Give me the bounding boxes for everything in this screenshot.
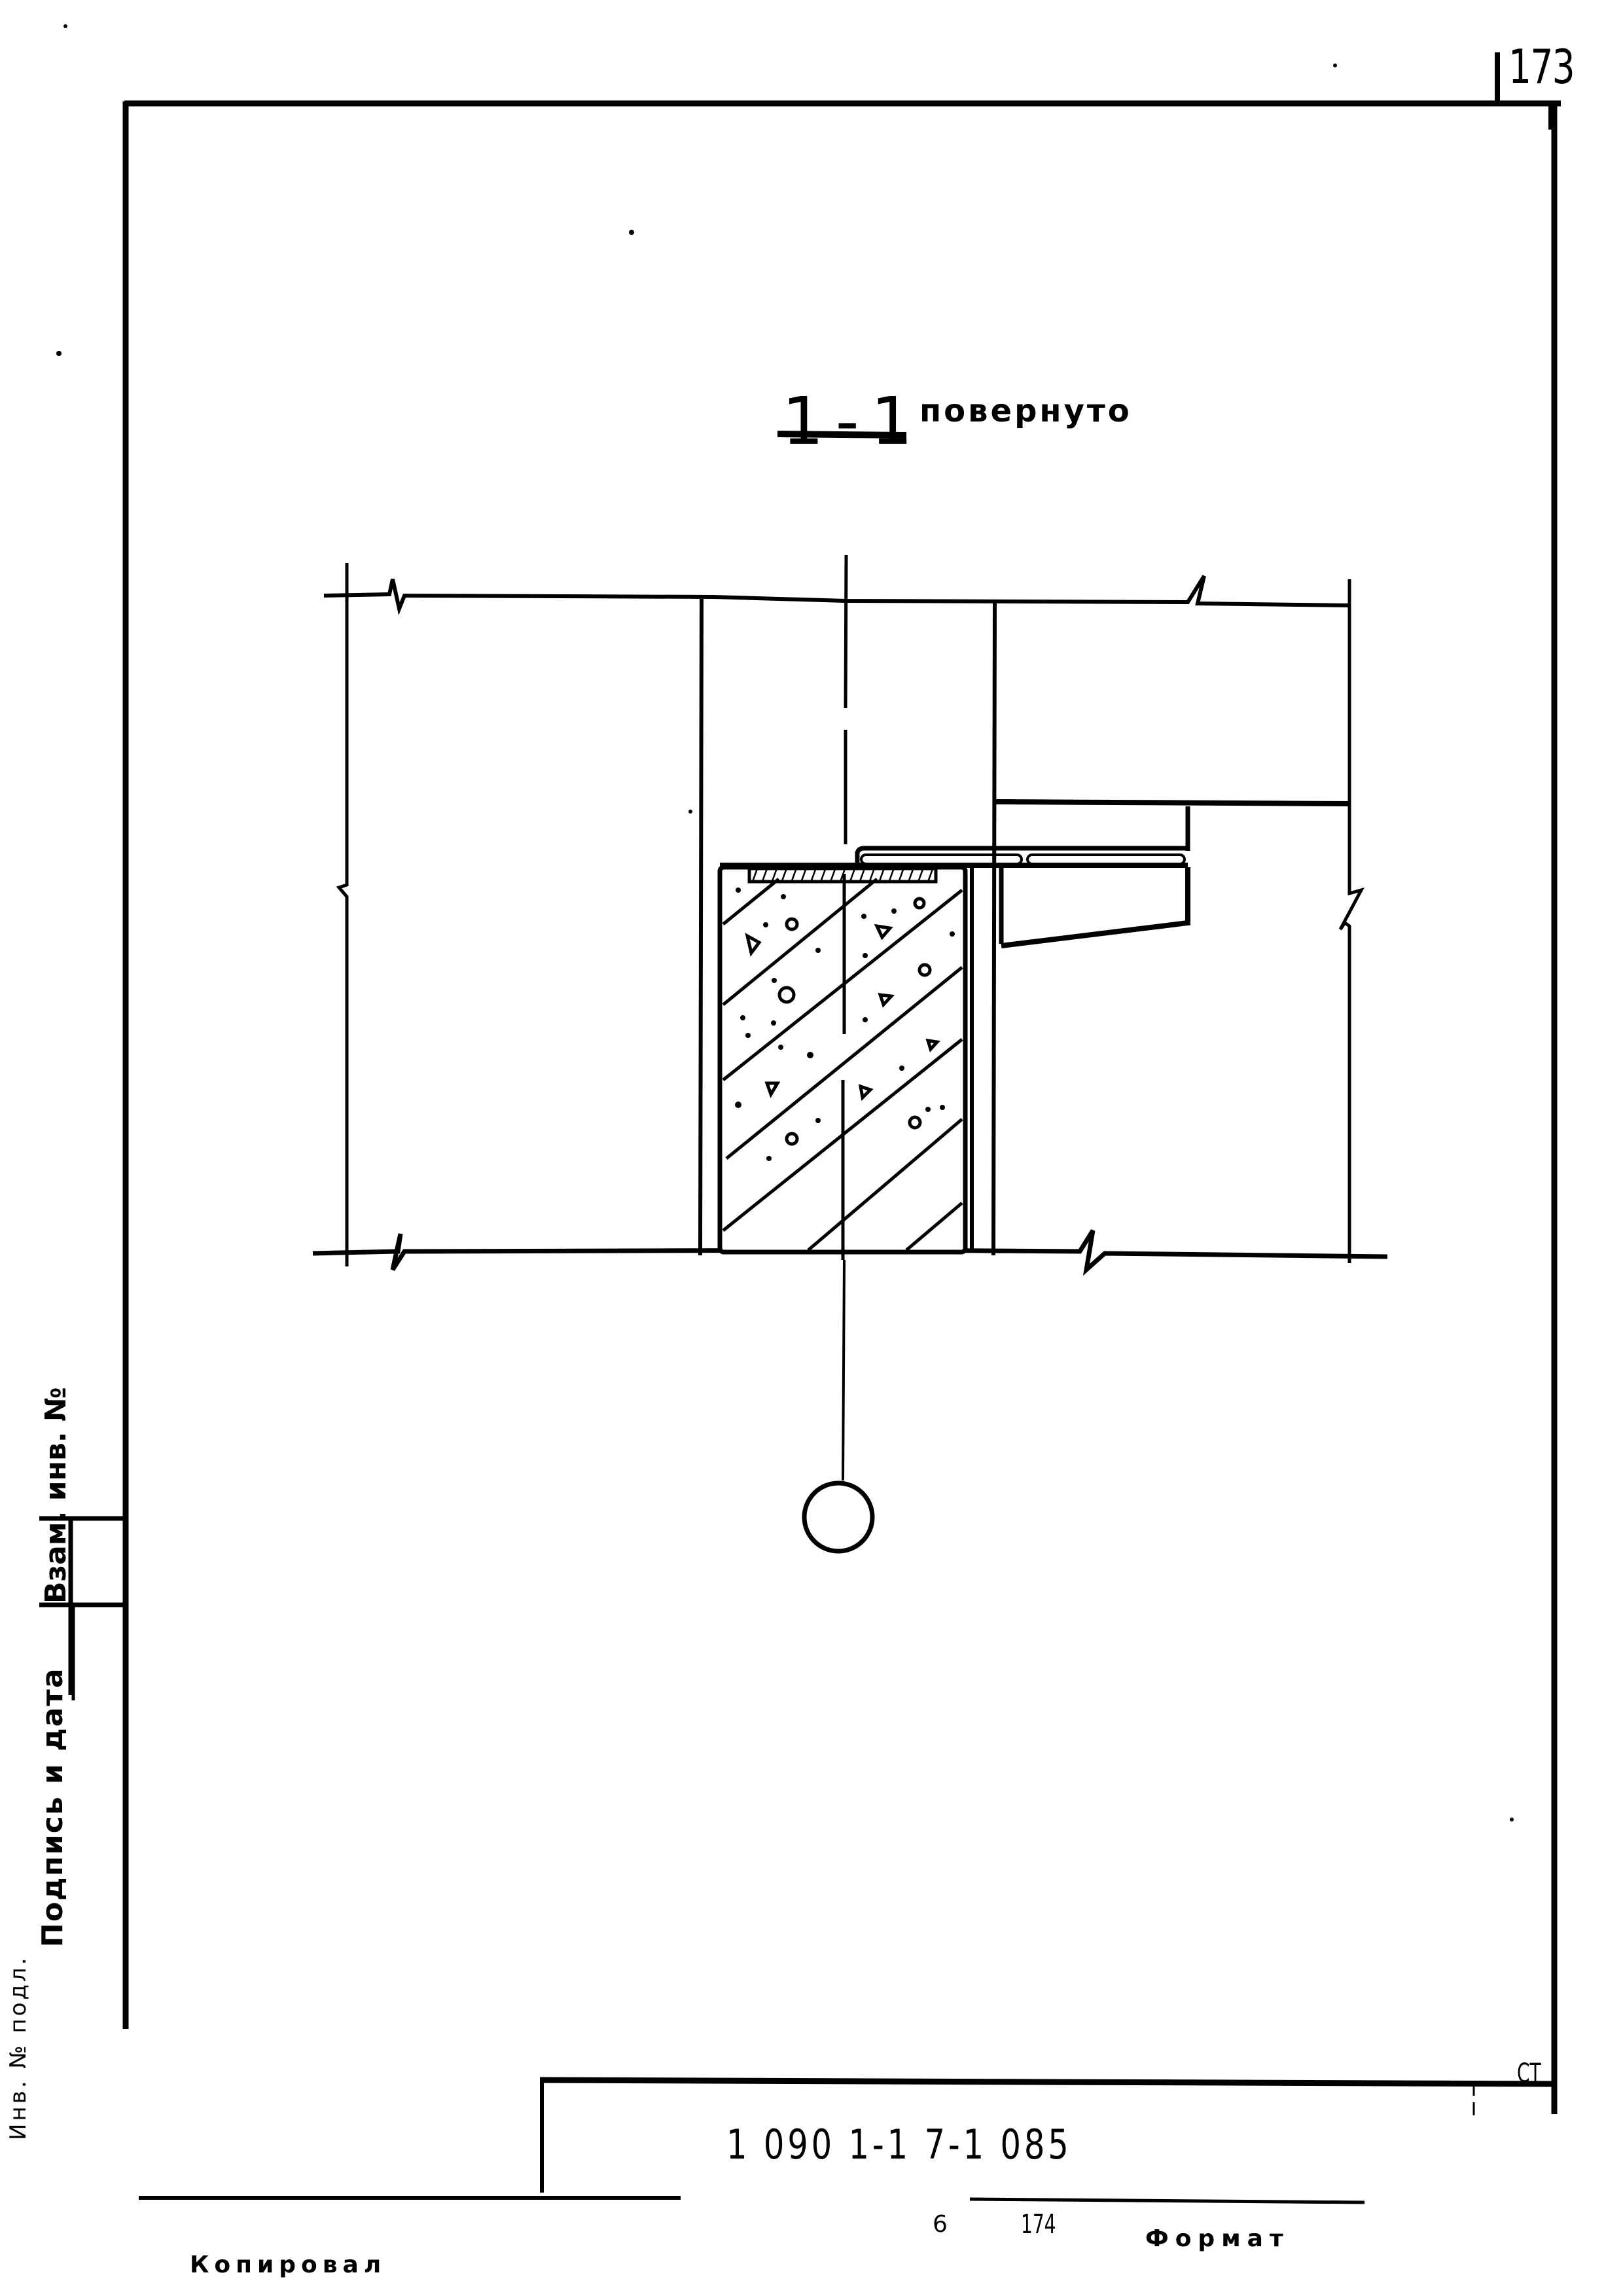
side-stamp-orig-inv: Инв. № подл. — [5, 1955, 31, 2140]
footer-format-label: Формат — [1145, 2225, 1290, 2252]
scan-specks — [56, 24, 1514, 1821]
concrete-block-hatched — [717, 865, 974, 1255]
section-mark-underline — [777, 431, 907, 439]
footer-number-right: 174 — [1021, 2210, 1056, 2240]
slab-plate — [720, 846, 1188, 868]
section-mark: 1-1 — [782, 383, 925, 459]
sheet-label: СТ — [1517, 2058, 1541, 2089]
axis-centerline — [841, 554, 848, 1481]
footer-copied-label: Копировал — [190, 2251, 387, 2278]
footer-rules — [139, 2196, 1365, 2204]
side-stamp-frame — [39, 1516, 126, 1700]
axis-marker-circle — [802, 1480, 875, 1554]
left-extent-line — [336, 563, 349, 1266]
side-stamp-replace-inv: Взам. инв. № — [39, 1387, 73, 1604]
sheet-frame — [122, 52, 1561, 2193]
break-line-top — [323, 575, 1349, 616]
right-extent-line — [1338, 579, 1364, 1263]
footer-number-left: 6 — [933, 2211, 948, 2238]
side-stamp-signature-date: Подпись и дата — [36, 1667, 69, 1947]
cantilever-bracket — [994, 799, 1350, 948]
page-number: 173 — [1508, 39, 1575, 94]
section-label: повернуто — [919, 393, 1132, 429]
document-code: 1 090 1-1 7-1 085 — [726, 2121, 1072, 2168]
wall-lines — [698, 598, 997, 1256]
